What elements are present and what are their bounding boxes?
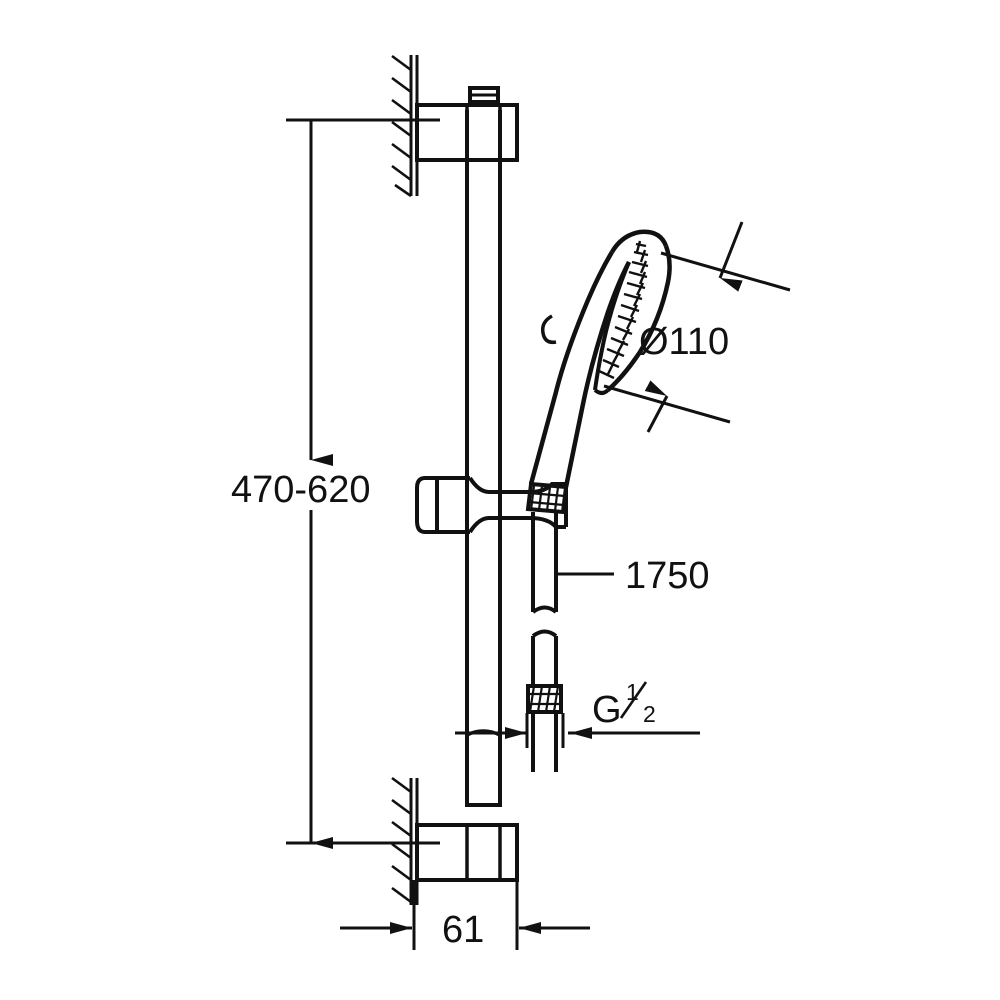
handshower-handle-left [528, 250, 614, 485]
lower-wall-bracket [415, 823, 519, 882]
hose-length-callout: 1750 [554, 555, 710, 597]
handshower-knurled-collar [525, 481, 569, 515]
holder-knob [415, 476, 437, 534]
holder-clamp-bottom [468, 516, 530, 534]
diameter-arrow-upper [718, 221, 744, 292]
upper-wall-bracket [415, 103, 519, 162]
thread-size-callout: G 1 2 [455, 679, 700, 748]
diameter-line-lower [603, 384, 731, 424]
rail-height-label: 470-620 [231, 469, 370, 511]
handshower-thumb-detail [540, 314, 557, 345]
hose-break-mark-lower [531, 629, 558, 638]
hose-connection-nut [526, 684, 563, 714]
spray-diameter-label: Ø110 [639, 321, 729, 363]
shower-hose [526, 512, 563, 772]
hose-break-mark-upper [531, 605, 558, 614]
handshower-head-top [610, 229, 669, 254]
handshower-spray-rim [606, 245, 672, 392]
thread-fraction-denominator: 2 [643, 701, 656, 727]
wall-projection-label: 61 [442, 909, 484, 951]
spray-face-nozzles [598, 240, 649, 380]
diameter-arrow-lower [644, 380, 669, 433]
handshower-face-inner-edge [593, 261, 631, 391]
hand-shower [525, 229, 672, 515]
hose-length-label: 1750 [625, 555, 710, 597]
diameter-line-upper [660, 251, 791, 292]
thread-fraction-slash [619, 681, 648, 719]
rail-bottom-end [465, 795, 502, 807]
wall-projection-dimension: 61 [340, 880, 590, 951]
rail-height-dimension: 470-620 [231, 118, 440, 849]
thread-label-prefix: G [592, 689, 622, 731]
spray-diameter-dimension: Ø110 [603, 221, 791, 433]
holder-clamp-top [468, 476, 530, 494]
